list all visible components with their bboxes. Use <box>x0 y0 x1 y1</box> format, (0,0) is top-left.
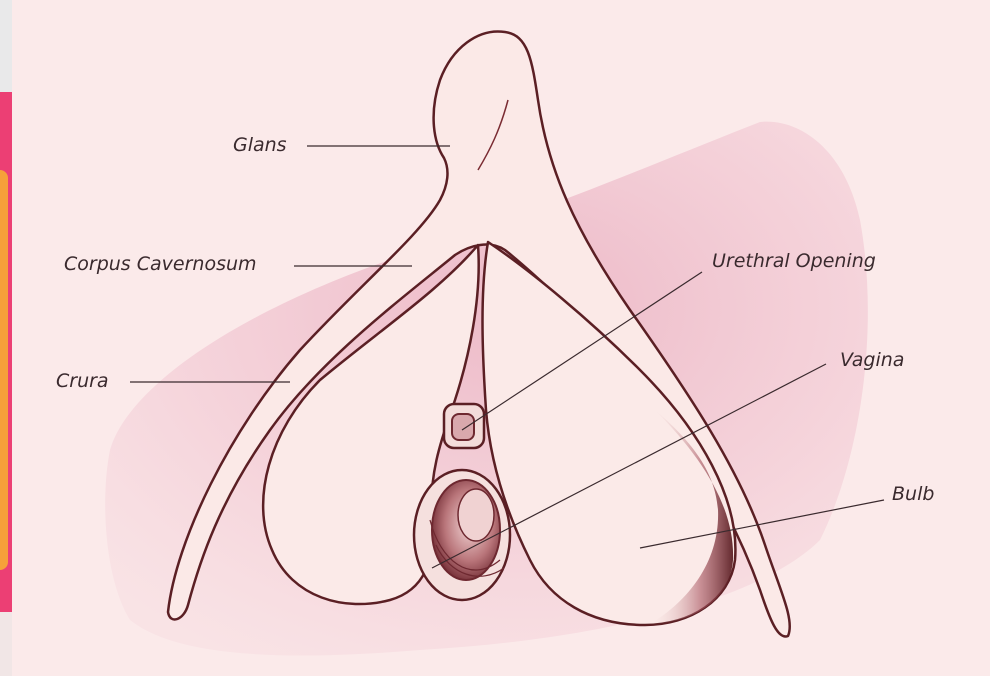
label-glans: Glans <box>233 136 287 155</box>
label-corpus-cavernosum: Corpus Cavernosum <box>64 255 257 274</box>
label-crura: Crura <box>56 372 109 391</box>
urethral-opening-shape <box>444 404 484 448</box>
label-urethral-opening: Urethral Opening <box>712 252 876 271</box>
label-bulb: Bulb <box>892 485 934 504</box>
label-vagina: Vagina <box>840 351 904 370</box>
